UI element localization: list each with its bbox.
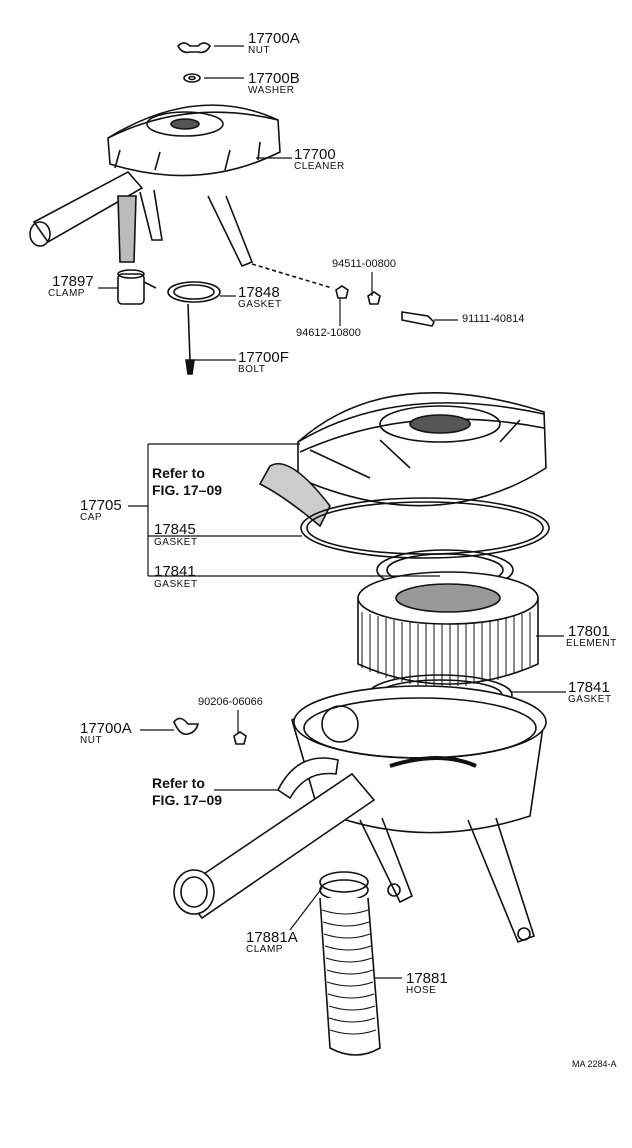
- lock-washer-lower: [233, 731, 247, 745]
- cleaner-body-large: [173, 685, 547, 944]
- part-name-element: ELEMENT: [566, 638, 617, 649]
- part-name-bolt: BOLT: [238, 364, 266, 375]
- code-94612: 94612-10800: [296, 327, 361, 339]
- part-number-cap: 17705: [80, 497, 122, 514]
- ref-upper-line2: FIG. 17–09: [152, 482, 223, 498]
- part-name-gasket-upper: GASKET: [154, 579, 198, 590]
- part-number-washer: 17700B: [248, 70, 300, 87]
- part-number-hose: 17881: [406, 970, 448, 987]
- part-number-gasket-lower: 17841: [568, 679, 610, 696]
- part-number-clamp-hose: 17881A: [246, 929, 298, 946]
- part-number-bolt: 17700F: [238, 349, 289, 366]
- part-number-nut-top: 17700A: [248, 30, 300, 47]
- gasket-17845: [300, 497, 550, 559]
- code-94511: 94511-00800: [332, 258, 397, 270]
- part-name-gasket-cap: GASKET: [154, 537, 198, 548]
- drawing-id: MA 2284-A: [572, 1059, 617, 1069]
- part-number-gasket-small: 17848: [238, 284, 280, 301]
- code-90206: 90206-06066: [198, 696, 263, 708]
- part-name-washer: WASHER: [248, 85, 295, 96]
- part-name-cleaner: CLEANER: [294, 161, 345, 172]
- cap-large: [258, 392, 547, 528]
- part-name-clamp-hose: CLAMP: [246, 944, 283, 955]
- part-name-gasket-lower: GASKET: [568, 694, 612, 705]
- ref-upper-line1: Refer to: [152, 465, 205, 481]
- part-name-hose: HOSE: [406, 985, 437, 996]
- code-91111: 91111-40814: [462, 313, 525, 325]
- part-number-clamp-small: 17897: [52, 273, 94, 290]
- ref-lower-line2: FIG. 17–09: [152, 792, 223, 808]
- part-name-nut-top: NUT: [248, 45, 271, 56]
- wing-nut-top: [177, 42, 211, 54]
- hose-large: [319, 897, 381, 1056]
- cleaner-small: [29, 104, 281, 268]
- wing-nut-lower: [173, 717, 200, 736]
- part-number-gasket-cap: 17845: [154, 521, 196, 538]
- gasket-small: [167, 281, 221, 303]
- part-number-nut-lower: 17700A: [80, 720, 132, 737]
- part-name-nut-lower: NUT: [80, 735, 103, 746]
- part-number-gasket-upper: 17841: [154, 563, 196, 580]
- leader-lines: [98, 45, 566, 979]
- clamp-small: [117, 269, 157, 305]
- washer-top: [183, 73, 201, 83]
- hose-clamp-large: [319, 871, 369, 901]
- bolt-small: [185, 303, 195, 375]
- part-name-cap: CAP: [80, 512, 103, 523]
- small-hardware: [335, 285, 435, 327]
- part-number-cleaner: 17700: [294, 146, 336, 163]
- part-number-element: 17801: [568, 623, 610, 640]
- part-name-gasket-small: GASKET: [238, 299, 282, 310]
- part-name-clamp-small: CLAMP: [48, 288, 85, 299]
- ref-lower-line1: Refer to: [152, 775, 205, 791]
- filter-element: [357, 571, 539, 686]
